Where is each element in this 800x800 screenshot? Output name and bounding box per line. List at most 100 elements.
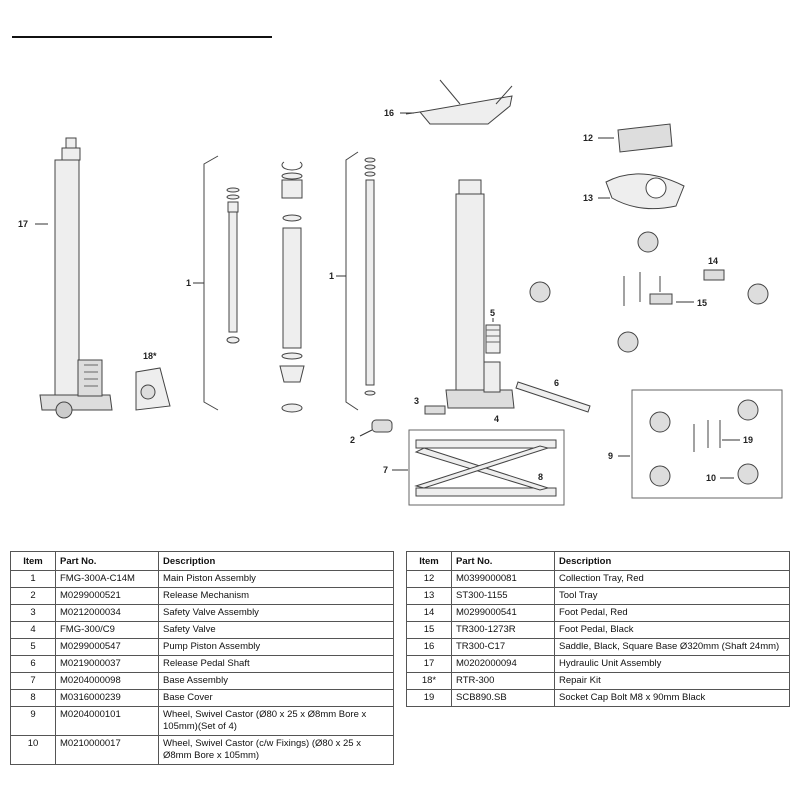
item-cell: 3 xyxy=(10,604,56,622)
description-cell: Release Mechanism xyxy=(158,587,394,605)
part-no-cell: SCB890.SB xyxy=(451,689,555,707)
description-cell: Socket Cap Bolt M8 x 90mm Black xyxy=(554,689,790,707)
item-cell: 1 xyxy=(10,570,56,588)
repair-kit-drawing xyxy=(135,367,171,411)
item-cell: 12 xyxy=(406,570,452,588)
callout-14: 14 xyxy=(708,256,718,266)
column-header-item: Item xyxy=(406,551,452,571)
column-header-description: Description xyxy=(554,551,790,571)
item-cell: 4 xyxy=(10,621,56,639)
part-no-cell: M0210000017 xyxy=(55,735,159,765)
part-no-cell: M0399000081 xyxy=(451,570,555,588)
main-piston-left-drawing xyxy=(226,187,240,344)
description-cell: Foot Pedal, Red xyxy=(554,604,790,622)
item-cell: 9 xyxy=(10,706,56,736)
part-no-cell: M0219000037 xyxy=(55,655,159,673)
item-cell: 8 xyxy=(10,689,56,707)
castor-drawings xyxy=(529,231,769,353)
description-cell: Main Piston Assembly xyxy=(158,570,394,588)
callout-16: 16 xyxy=(384,108,394,118)
part-no-cell: M0212000034 xyxy=(55,604,159,622)
description-cell: Collection Tray, Red xyxy=(554,570,790,588)
release-pedal-shaft-drawing xyxy=(515,381,591,413)
main-piston-right-drawing xyxy=(279,161,305,413)
callout-15: 15 xyxy=(697,298,707,308)
item-cell: 16 xyxy=(406,638,452,656)
callout-12: 12 xyxy=(583,133,593,143)
description-cell: Base Cover xyxy=(158,689,394,707)
item-cell: 18* xyxy=(406,672,452,690)
callout-5: 5 xyxy=(490,308,495,318)
part-no-cell: M0299000521 xyxy=(55,587,159,605)
item-cell: 15 xyxy=(406,621,452,639)
bracket-right xyxy=(345,151,359,411)
column-header-item: Item xyxy=(10,551,56,571)
part-no-cell: M0316000239 xyxy=(55,689,159,707)
base-assembly-drawing xyxy=(414,439,557,497)
callout-1-right: 1 xyxy=(329,271,334,281)
piston-rod-drawing xyxy=(364,157,376,396)
part-no-cell: M0299000541 xyxy=(451,604,555,622)
item-cell: 13 xyxy=(406,587,452,605)
description-cell: Release Pedal Shaft xyxy=(158,655,394,673)
description-cell: Tool Tray xyxy=(554,587,790,605)
part-no-cell: M0202000094 xyxy=(451,655,555,673)
hydraulic-unit-drawing xyxy=(39,137,113,419)
item-cell: 10 xyxy=(10,735,56,765)
description-cell: Safety Valve xyxy=(158,621,394,639)
part-no-cell: TR300-C17 xyxy=(451,638,555,656)
callout-19: 19 xyxy=(743,435,753,445)
item-cell: 2 xyxy=(10,587,56,605)
castor-set-drawing xyxy=(649,399,759,487)
item-cell: 5 xyxy=(10,638,56,656)
release-mechanism-drawing xyxy=(371,419,393,433)
callout-3: 3 xyxy=(414,396,419,406)
description-cell: Pump Piston Assembly xyxy=(158,638,394,656)
part-no-cell: M0204000101 xyxy=(55,706,159,736)
description-cell: Saddle, Black, Square Base Ø320mm (Shaft… xyxy=(554,638,790,656)
part-no-cell: FMG-300A-C14M xyxy=(55,570,159,588)
safety-valve-assembly-drawing xyxy=(424,405,446,415)
callout-7: 7 xyxy=(383,465,388,475)
foot-pedal-drawings xyxy=(623,269,725,306)
description-cell: Safety Valve Assembly xyxy=(158,604,394,622)
callout-18: 18* xyxy=(143,351,157,361)
callout-1-left: 1 xyxy=(186,278,191,288)
description-cell: Wheel, Swivel Castor (c/w Fixings) (Ø80 … xyxy=(158,735,394,765)
description-cell: Hydraulic Unit Assembly xyxy=(554,655,790,673)
callout-4: 4 xyxy=(494,414,499,424)
item-cell: 7 xyxy=(10,672,56,690)
callout-17: 17 xyxy=(18,219,28,229)
collection-tray-drawing xyxy=(617,123,673,153)
callout-6: 6 xyxy=(554,378,559,388)
pump-piston-drawing xyxy=(485,324,501,354)
bracket-left xyxy=(203,155,219,411)
part-no-cell: ST300-1155 xyxy=(451,587,555,605)
description-cell: Repair Kit xyxy=(554,672,790,690)
callout-2: 2 xyxy=(350,435,355,445)
tool-tray-drawing xyxy=(605,173,685,210)
description-cell: Base Assembly xyxy=(158,672,394,690)
part-no-cell: M0299000547 xyxy=(55,638,159,656)
part-no-cell: FMG-300/C9 xyxy=(55,621,159,639)
callout-13: 13 xyxy=(583,193,593,203)
